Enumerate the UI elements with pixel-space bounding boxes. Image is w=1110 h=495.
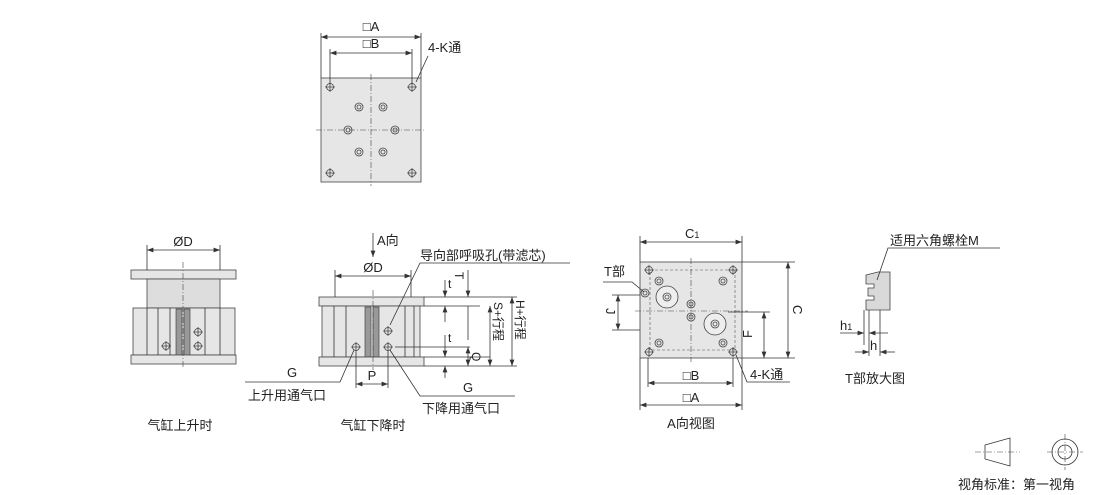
port-down-label: 下降用通气口: [422, 401, 500, 416]
dim-f: F: [740, 330, 755, 338]
dim-s-stroke: S+行程: [491, 302, 506, 341]
side-view-down: A向 ØD 导向部呼吸孔(带滤芯) t T t Q S+行程 H+行程 P G …: [245, 233, 570, 433]
dim-c: C: [790, 305, 805, 314]
dim-t-top: t: [448, 277, 452, 291]
down-caption: 气缸下降时: [340, 418, 405, 433]
a-hole-label: 4-K通: [750, 367, 783, 382]
t-detail-caption: T部放大图: [845, 371, 905, 386]
dim-q: Q: [469, 352, 483, 361]
a-view-caption: A向视图: [667, 416, 715, 431]
side-view-up: ØD 气缸上升时: [130, 234, 237, 433]
port-g-left: G: [287, 365, 297, 380]
a-direction-arrow-label: A向: [377, 233, 399, 248]
top-dim-b: □B: [363, 36, 380, 51]
top-dim-a: □A: [363, 19, 380, 34]
projection-label: 视角标准：第一视角: [958, 477, 1075, 492]
dim-T: T: [452, 272, 466, 280]
dim-j: J: [603, 308, 618, 315]
dim-p: P: [368, 368, 377, 383]
up-caption: 气缸上升时: [147, 418, 212, 433]
top-view: □A □B 4-K通: [316, 19, 461, 186]
a-dim-b: □B: [683, 368, 700, 383]
top-hole-label: 4-K通: [428, 40, 461, 55]
dim-h1: h1: [840, 318, 852, 333]
up-dim-d: ØD: [173, 234, 193, 249]
port-up-label: 上升用通气口: [248, 388, 326, 403]
down-dim-d: ØD: [363, 260, 383, 275]
t-part-label: T部: [604, 264, 625, 279]
dim-t-bottom: t: [448, 331, 452, 345]
port-g-right: G: [463, 380, 473, 395]
dim-h: h: [870, 338, 877, 353]
t-part-detail: 适用六角螺栓M h1 h T部放大图: [840, 233, 1000, 386]
dim-c1: C1: [685, 226, 699, 241]
first-angle-projection-symbol: 视角标准：第一视角: [958, 434, 1083, 492]
bolt-label: 适用六角螺栓M: [890, 233, 979, 248]
a-view: C1 C F J T部 □B □A 4-K通 A向视图: [603, 226, 805, 431]
a-dim-a: □A: [683, 390, 700, 405]
dim-h-stroke: H+行程: [513, 300, 528, 340]
breather-label: 导向部呼吸孔(带滤芯): [420, 248, 546, 263]
